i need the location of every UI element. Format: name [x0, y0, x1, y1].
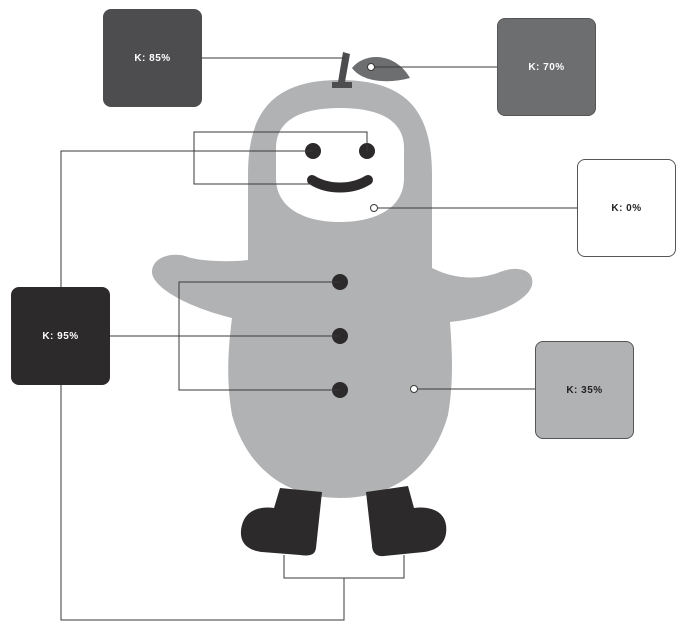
swatch-k95-label: K: 95% [42, 331, 78, 342]
swatch-k85: K: 85% [103, 9, 202, 107]
leaf-marker [368, 64, 375, 71]
swatch-k0-label: K: 0% [611, 203, 641, 214]
swatch-k35-label: K: 35% [566, 385, 602, 396]
right-boot [366, 486, 446, 556]
body-marker [411, 386, 418, 393]
swatch-k70-label: K: 70% [528, 62, 564, 73]
swatch-k95: K: 95% [11, 287, 110, 385]
left-boot [241, 488, 322, 555]
swatch-k0: K: 0% [577, 159, 676, 257]
swatch-k35: K: 35% [535, 341, 634, 439]
leaf-icon [352, 57, 410, 81]
swatch-k85-label: K: 85% [134, 53, 170, 64]
swatch-k70: K: 70% [497, 18, 596, 116]
mascot-face [276, 108, 404, 222]
face-marker [371, 205, 378, 212]
stem-icon [332, 52, 352, 88]
